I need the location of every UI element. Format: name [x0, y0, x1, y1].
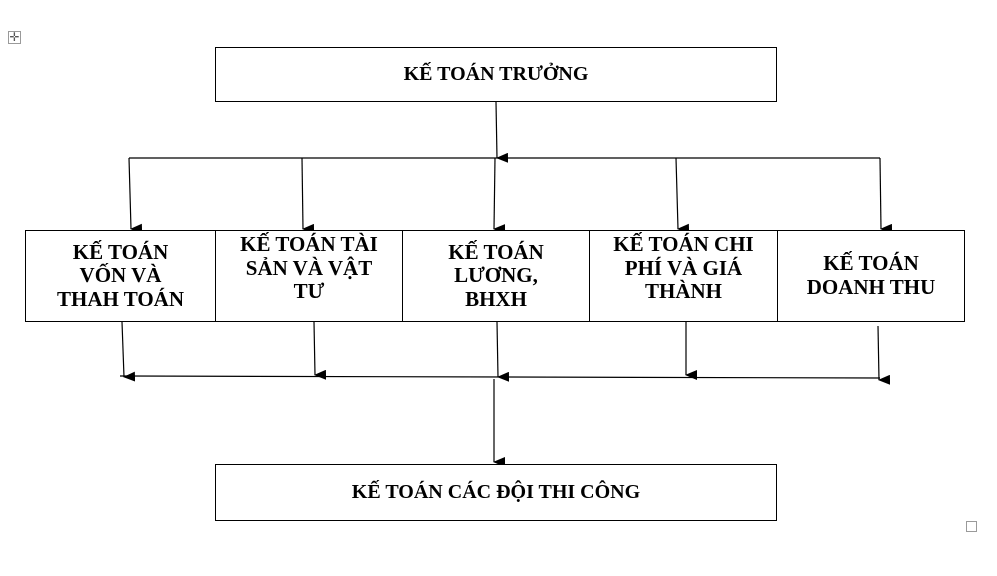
construction-teams-label: KẾ TOÁN CÁC ĐỘI THI CÔNG	[216, 465, 776, 520]
dept-revenue-label: KẾ TOÁN DOANH THU	[778, 231, 964, 321]
move-arrows-icon[interactable]: ✛	[8, 30, 21, 44]
arrow-to-revenue-dept	[879, 157, 893, 234]
arrow-from-revenue-dept	[877, 325, 891, 385]
department-row-frame	[25, 230, 965, 322]
bottom-collection-line	[119, 375, 881, 379]
dept-revenue-line2: DOANH THU	[806, 275, 936, 299]
dept-cost-pricing-label: KẾ TOÁN CHI PHÍ VÀ GIÁ THÀNH	[590, 231, 777, 321]
dept-payroll-line2: LƯƠNG,	[454, 263, 538, 288]
dept-payroll-insurance-label: KẾ TOÁN LƯƠNG, BHXH	[403, 231, 589, 321]
dept-assets-line2: SẢN VÀ VẬT	[245, 255, 373, 280]
arrow-to-assets-dept	[301, 157, 315, 234]
chief-accountant-label: KẾ TOÁN TRƯỞNG	[216, 48, 776, 101]
arrow-to-capital-dept	[128, 157, 143, 234]
chief-down-arrow	[495, 101, 509, 163]
dept-assets-line3: TƯ	[293, 279, 325, 304]
dept-capital-line3: THAH TOÁN	[56, 286, 184, 311]
dept-cost-line1: KẾ TOÁN CHI	[613, 232, 754, 256]
dept-revenue-line1: KẾ TOÁN	[823, 251, 919, 276]
arrow-from-assets-dept	[313, 321, 327, 380]
resize-square-icon[interactable]	[966, 521, 977, 532]
arrow-to-cost-dept	[675, 157, 690, 234]
chief-accountant-box	[215, 47, 777, 102]
dept-assets-materials-label: KẾ TOÁN TÀI SẢN VÀ VẬT TƯ	[216, 231, 402, 321]
chief-accountant-text: KẾ TOÁN TRƯỞNG	[403, 63, 589, 86]
dept-capital-line2: VỐN VÀ	[79, 263, 162, 288]
dept-payroll-line1: KẾ TOÁN	[448, 239, 544, 264]
construction-teams-text: KẾ TOÁN CÁC ĐỘI THI CÔNG	[351, 481, 641, 504]
arrow-from-payroll-dept	[496, 321, 510, 382]
dept-cost-line3: THÀNH	[644, 279, 722, 304]
dept-capital-line1: KẾ TOÁN	[72, 239, 169, 264]
arrow-from-capital-dept	[121, 321, 136, 382]
arrow-to-payroll-dept	[493, 157, 506, 235]
dept-payroll-line3: BHXH	[465, 286, 527, 311]
dept-capital-payment-label: KẾ TOÁN VỐN VÀ THAH TOÁN	[26, 231, 215, 321]
dept-cost-line2: PHÍ VÀ GIÁ	[624, 255, 743, 280]
construction-teams-box	[215, 464, 777, 521]
dept-assets-line1: KẾ TOÁN TÀI	[240, 232, 378, 256]
